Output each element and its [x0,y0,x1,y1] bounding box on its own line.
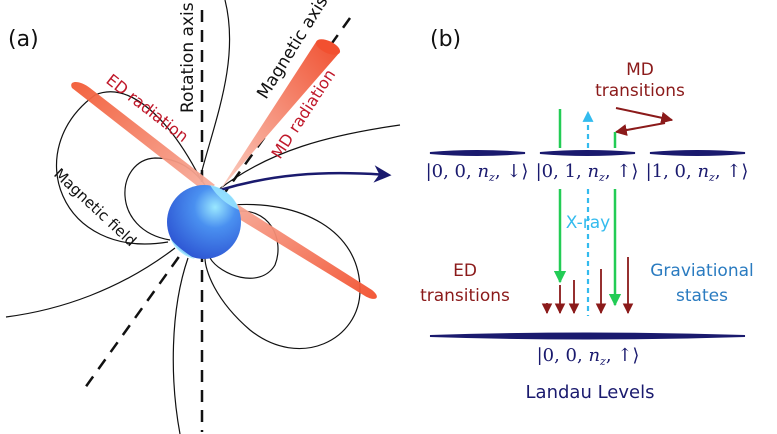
gravitational-ladder [510,256,662,316]
state-label-000-up: |0, 0, nz, ↑⟩ [537,345,640,368]
field-line-right-inner [209,210,279,279]
state-label-100-up: |1, 0, nz, ↑⟩ [646,161,749,184]
md-transitions-label-line1: MD [626,60,654,80]
emission-arrow [219,165,392,192]
ed-transitions-label-line1: ED [453,261,477,281]
level-group-000-down [429,107,526,156]
ed-transitions-label-line2: transitions [420,286,510,306]
md-cone-mouth [315,39,341,55]
field-line-right-outer [204,203,361,349]
ed-radiation-beam-lower [208,190,377,299]
gravitational-states-label-line2: states [676,286,728,306]
landau-level-bar [429,150,526,156]
field-line-outer-left [55,91,201,245]
magnetic-field-label: Magnetic field [50,165,140,250]
field-line-bottom [172,257,189,434]
landau-levels-label: Landau Levels [526,382,655,403]
rotation-axis-label: Rotation axis [178,2,198,113]
panel-b: (b) MD transitions |0, 0, nz [420,27,754,403]
panel-b-label: (b) [430,27,461,52]
ed-radiation-beam-upper [71,82,215,192]
field-line-top [199,0,231,179]
state-label-010-up: |0, 1, nz, ↑⟩ [536,161,639,184]
state-label-000-down: |0, 0, nz, ↓⟩ [426,161,529,184]
panel-a-label: (a) [8,27,39,52]
north-polar-cap [210,185,239,210]
md-transitions-label-line2: transitions [595,81,685,101]
neutron-star [167,185,241,259]
gravitational-states-label-line1: Graviational [650,261,754,281]
field-line-bottom-left [5,247,176,318]
ground-landau-level-bar [429,332,746,340]
landau-level-bar [649,150,746,156]
ed-transition-arrows [541,257,634,315]
panel-a: (a) Rotation axis Magnetic a [5,0,401,434]
landau-level-bar [539,150,636,156]
level-group-100-up [649,107,746,156]
xray-label: X-ray [566,213,610,233]
md-transition-arrow-back [614,122,666,136]
magnetic-axis-line [80,17,352,393]
md-transition-arrow-out [615,107,674,124]
md-radiation-cone [220,42,340,190]
